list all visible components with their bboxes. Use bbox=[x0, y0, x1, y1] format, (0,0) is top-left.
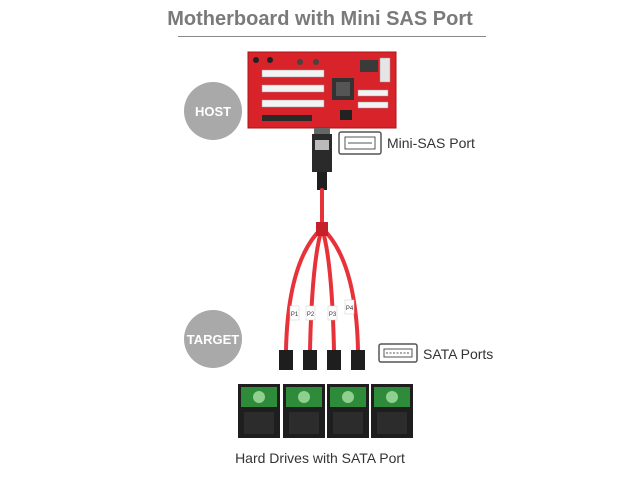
cable-split-sleeve bbox=[316, 222, 328, 236]
hard-drives bbox=[238, 384, 413, 438]
diagram-title: Motherboard with Mini SAS Port bbox=[167, 8, 473, 30]
hard-drive-image bbox=[283, 384, 325, 438]
cable-tag-4: P4 bbox=[346, 306, 354, 312]
drives-caption: Hard Drives with SATA Port bbox=[235, 450, 405, 466]
sata-cables bbox=[284, 188, 360, 352]
cable-tag-1: P1 bbox=[291, 312, 299, 318]
hard-drive-image bbox=[238, 384, 280, 438]
hard-drive-image bbox=[327, 384, 369, 438]
sata-ports-label: SATA Ports bbox=[423, 346, 494, 362]
sata-plugs bbox=[279, 350, 365, 370]
mini-sas-port-label: Mini-SAS Port bbox=[387, 135, 475, 151]
mini-sas-connector bbox=[312, 128, 332, 190]
title-underline bbox=[178, 36, 486, 37]
cable-tag-3: P3 bbox=[329, 312, 337, 318]
target-badge: TARGET bbox=[184, 310, 242, 368]
sata-port-icon bbox=[378, 343, 418, 363]
cable-tag-2: P2 bbox=[307, 312, 315, 318]
host-badge: HOST bbox=[184, 82, 242, 140]
mini-sas-port-icon bbox=[338, 131, 382, 155]
cable-tags: P1 P2 P3 P4 bbox=[289, 299, 355, 321]
hard-drive-image bbox=[371, 384, 413, 438]
motherboard-image bbox=[247, 51, 397, 129]
